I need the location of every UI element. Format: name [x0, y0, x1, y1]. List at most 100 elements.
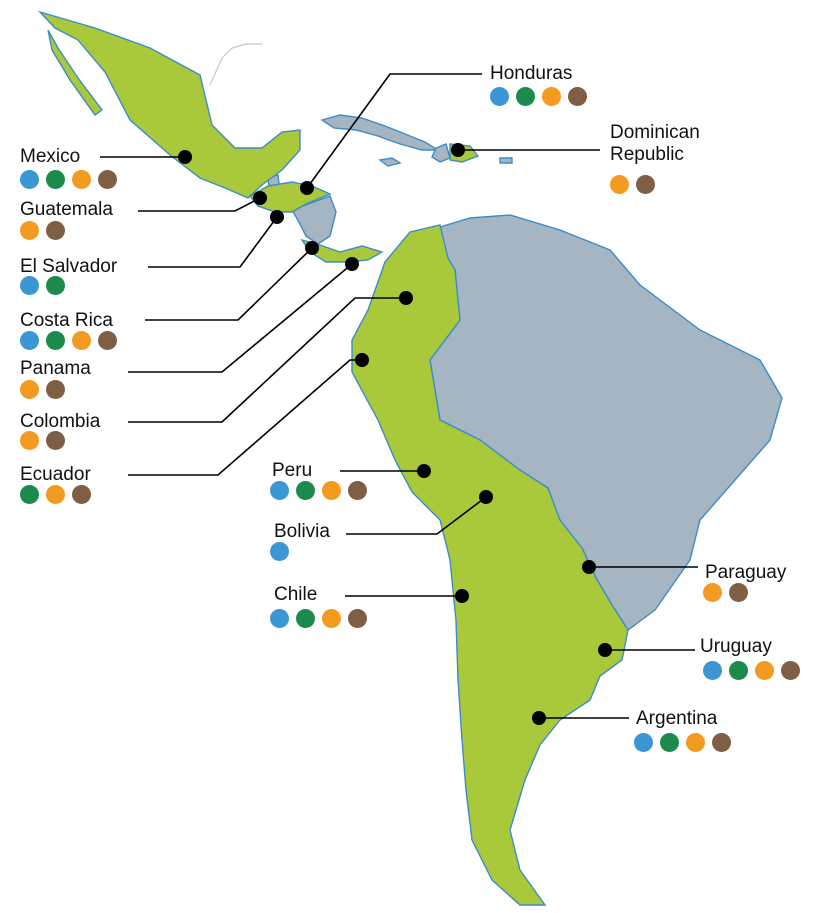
orange-dot-icon [20, 380, 39, 399]
category-dots-ecuador [20, 485, 91, 504]
marker-chile[interactable] [455, 589, 469, 603]
category-dots-el-salvador [20, 276, 65, 295]
marker-bolivia[interactable] [479, 490, 493, 504]
country-label-costa-rica: Costa Rica [20, 310, 113, 331]
country-label-bolivia: Bolivia [274, 521, 330, 542]
green-dot-icon [46, 276, 65, 295]
category-dots-uruguay [703, 661, 800, 680]
orange-dot-icon [20, 431, 39, 450]
category-dots-mexico [20, 170, 117, 189]
country-label-honduras: Honduras [490, 63, 573, 84]
orange-dot-icon [610, 175, 629, 194]
brown-dot-icon [568, 87, 587, 106]
marker-colombia[interactable] [399, 291, 413, 305]
blue-dot-icon [634, 733, 653, 752]
orange-dot-icon [46, 485, 65, 504]
category-dots-colombia [20, 431, 65, 450]
marker-honduras[interactable] [300, 181, 314, 195]
green-dot-icon [46, 170, 65, 189]
marker-panama[interactable] [345, 257, 359, 271]
puerto-rico-shape [499, 157, 513, 164]
category-dots-paraguay [703, 583, 748, 602]
leader-line-colombia [128, 297, 406, 423]
brown-dot-icon [712, 733, 731, 752]
category-dots-peru [270, 481, 367, 500]
blue-dot-icon [703, 661, 722, 680]
marker-ecuador[interactable] [355, 353, 369, 367]
brown-dot-icon [348, 481, 367, 500]
category-dots-argentina [634, 733, 731, 752]
blue-dot-icon [270, 481, 289, 500]
haiti-shape [431, 143, 451, 163]
marker-peru[interactable] [417, 464, 431, 478]
marker-paraguay[interactable] [582, 560, 596, 574]
orange-dot-icon [72, 170, 91, 189]
south-america-west-shape [351, 224, 629, 906]
green-dot-icon [296, 481, 315, 500]
brown-dot-icon [348, 609, 367, 628]
brown-dot-icon [636, 175, 655, 194]
brown-dot-icon [98, 331, 117, 350]
mexico-shape [37, 10, 301, 199]
orange-dot-icon [703, 583, 722, 602]
brown-dot-icon [781, 661, 800, 680]
brown-dot-icon [72, 485, 91, 504]
costa-rica-panama-shape [300, 238, 384, 263]
leader-line-guatemala [138, 197, 261, 212]
green-dot-icon [296, 609, 315, 628]
country-label-ecuador: Ecuador [20, 464, 91, 485]
marker-costa-rica[interactable] [305, 241, 319, 255]
category-dots-panama [20, 380, 65, 399]
blue-dot-icon [270, 542, 289, 561]
blue-dot-icon [270, 609, 289, 628]
country-label-paraguay: Paraguay [705, 562, 787, 583]
marker-mexico[interactable] [178, 150, 192, 164]
nicaragua-shape [290, 195, 337, 245]
country-label-uruguay: Uruguay [700, 636, 772, 657]
blue-dot-icon [20, 276, 39, 295]
green-dot-icon [729, 661, 748, 680]
baja-california-shape [47, 29, 103, 116]
leader-line-costa-rica [145, 247, 313, 321]
brown-dot-icon [46, 431, 65, 450]
category-dots-honduras [490, 87, 587, 106]
green-dot-icon [660, 733, 679, 752]
category-dots-bolivia [270, 542, 289, 561]
marker-uruguay[interactable] [598, 643, 612, 657]
orange-dot-icon [686, 733, 705, 752]
leader-line-el-salvador [148, 216, 278, 268]
orange-dot-icon [755, 661, 774, 680]
country-markers [178, 143, 612, 725]
marker-el-salvador[interactable] [270, 210, 284, 224]
leader-lines [100, 73, 698, 719]
country-label-guatemala: Guatemala [20, 199, 113, 220]
brown-dot-icon [46, 380, 65, 399]
brown-dot-icon [98, 170, 117, 189]
country-label-panama: Panama [20, 358, 91, 379]
leader-line-bolivia [346, 496, 487, 535]
marker-guatemala[interactable] [253, 191, 267, 205]
orange-dot-icon [542, 87, 561, 106]
green-dot-icon [20, 485, 39, 504]
category-dots-chile [270, 609, 367, 628]
brown-dot-icon [46, 221, 65, 240]
blue-dot-icon [490, 87, 509, 106]
country-label-chile: Chile [274, 584, 318, 605]
jamaica-shape [378, 157, 402, 167]
category-dots-dominican-republic [610, 175, 655, 194]
orange-dot-icon [72, 331, 91, 350]
leader-line-ecuador [128, 359, 362, 476]
marker-argentina[interactable] [532, 711, 546, 725]
brown-dot-icon [729, 583, 748, 602]
usa-border-line [209, 43, 262, 86]
country-label-mexico: Mexico [20, 146, 81, 167]
category-dots-guatemala [20, 221, 65, 240]
green-dot-icon [516, 87, 535, 106]
marker-dominican-republic[interactable] [451, 143, 465, 157]
blue-dot-icon [20, 170, 39, 189]
orange-dot-icon [322, 609, 341, 628]
green-dot-icon [46, 331, 65, 350]
category-dots-costa-rica [20, 331, 117, 350]
